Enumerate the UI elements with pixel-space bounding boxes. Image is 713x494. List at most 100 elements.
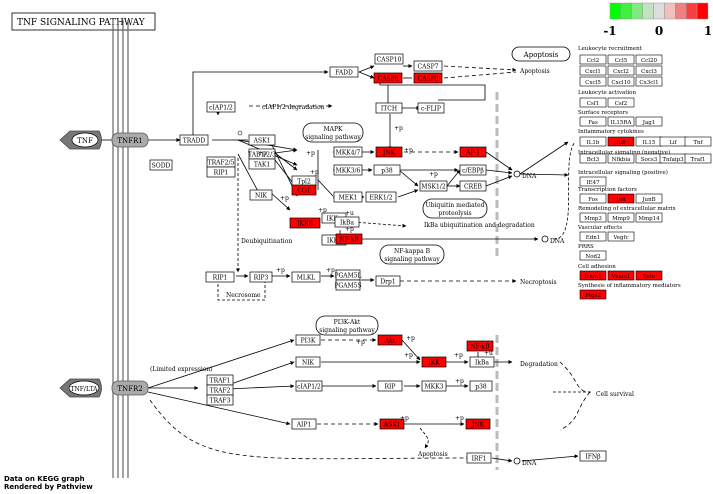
gene-node-pi3k[interactable]: PI3K	[295, 334, 321, 346]
target-gene-cxcl5[interactable]: Cxcl5	[579, 76, 607, 87]
gene-node-pgam5s[interactable]: PGAM5S	[334, 279, 362, 291]
target-gene-mmp9[interactable]: Mmp9	[607, 212, 635, 223]
gene-node-rip1[interactable]: RIP1	[206, 166, 236, 178]
target-gene-ccl5[interactable]: Ccl5	[607, 54, 635, 65]
target-gene-tnf[interactable]: Tnf	[684, 136, 712, 147]
gene-node-ciap[interactable]: cIAP1/2	[206, 101, 236, 113]
tnf-ligand[interactable]: TNF	[59, 130, 102, 150]
gene-node-ask1[interactable]: ASK1	[248, 134, 276, 146]
tnf-lta-ligand[interactable]: TNF/LTA	[59, 378, 102, 398]
pathway-link-mapk[interactable]: MAPK signaling pathway	[302, 122, 364, 143]
target-gene-mmp14[interactable]: Mmp14	[635, 212, 663, 223]
target-gene-jun[interactable]: Jun	[607, 193, 635, 204]
target-gene-cxcl2[interactable]: Cxcl2	[607, 65, 635, 76]
gene-node-ikbab[interactable]: IkBa	[469, 356, 495, 368]
pathway-link-pi3k[interactable]: PI3K-Akt signaling pathway	[315, 315, 379, 336]
gene-node-akt[interactable]: Akt	[377, 334, 403, 346]
gene-node-drp1[interactable]: Drp1	[375, 275, 401, 287]
gene-node-cot[interactable]: COT	[291, 184, 317, 196]
gene-node-rip1b[interactable]: RIP1	[205, 271, 235, 283]
target-gene-icam1[interactable]: Icam1	[579, 270, 607, 281]
gene-node-casp7[interactable]: CASP7	[413, 60, 443, 72]
target-gene-ptgs2[interactable]: Ptgs2	[579, 289, 607, 300]
target-gene-fos[interactable]: Fos	[579, 193, 607, 204]
gene-node-rip3[interactable]: RIP3	[249, 271, 273, 283]
gene-node-jnk[interactable]: JNK	[375, 146, 403, 158]
gene-node-traf2[interactable]: TRAF2/5	[206, 156, 236, 168]
gene-node-mlkl[interactable]: MLKL	[291, 271, 321, 283]
gene-node-casp8[interactable]: CASP8	[373, 72, 403, 84]
target-gene-traf1[interactable]: Traf1	[684, 153, 712, 164]
gene-node-jnkb[interactable]: JNK	[465, 418, 491, 430]
gene-node-ifnb[interactable]: IFNβ	[579, 450, 607, 462]
target-gene-csf2[interactable]: Csf2	[607, 97, 635, 108]
target-gene-lif[interactable]: Lif	[659, 136, 687, 147]
target-gene-nfkbia[interactable]: Nfkbia	[607, 153, 635, 164]
gene-node-casp10[interactable]: CASP10	[374, 53, 404, 65]
gene-node-creb[interactable]: CREB	[459, 180, 487, 192]
gene-node-nik[interactable]: NIK	[249, 189, 273, 201]
target-gene-socs3[interactable]: Socs3	[635, 153, 663, 164]
target-gene-vcam1[interactable]: Vcam1	[607, 270, 635, 281]
gene-node-casp3[interactable]: CASP3	[413, 72, 443, 84]
target-gene-jag1[interactable]: Jag1	[635, 116, 663, 127]
tnfr2-receptor[interactable]: TNFR2	[111, 380, 149, 396]
gene-node-fadd[interactable]: FADD	[329, 66, 359, 78]
gene-node-traf1[interactable]: TRAF1	[206, 374, 234, 386]
target-gene-ie47[interactable]: IE47	[579, 176, 607, 187]
pathway-link-nfkb[interactable]: NF-kappa B signaling pathway	[379, 244, 445, 265]
target-gene-cxcl10[interactable]: Cxcl10	[607, 76, 635, 87]
target-gene-cxcl1[interactable]: Cxcl1	[579, 65, 607, 76]
gene-node-nikb[interactable]: NIK	[295, 356, 321, 368]
target-gene-il15[interactable]: IL15	[635, 136, 663, 147]
gene-node-rip[interactable]: RIP	[377, 380, 403, 392]
gene-node-itch[interactable]: ITCH	[375, 102, 403, 114]
gene-node-ikk[interactable]: IKK	[421, 356, 447, 368]
gene-node-mkk36[interactable]: MKK3/6	[333, 164, 363, 176]
target-gene-tnfaip3[interactable]: Tnfaip3	[659, 153, 687, 164]
gene-node-ikkb[interactable]: IKKB	[289, 217, 321, 229]
target-gene-il15ra[interactable]: IL15RA	[607, 116, 635, 127]
gene-node-traf3[interactable]: TRAF3	[206, 394, 234, 406]
gene-node-erk12[interactable]: ERK1/2	[365, 191, 397, 203]
gene-node-irf1[interactable]: IRF1	[466, 452, 492, 464]
gene-node-nfkb[interactable]: NF-kB	[335, 233, 363, 245]
target-gene-csf1[interactable]: Csf1	[579, 97, 607, 108]
gene-node-tak1[interactable]: TAK1	[248, 158, 276, 170]
gene-node-pgam5l[interactable]: PGAM5L	[334, 269, 362, 281]
target-gene-cx3cl1[interactable]: Cx3cl1	[635, 76, 663, 87]
target-gene-cxcl3[interactable]: Cxcl3	[635, 65, 663, 76]
target-gene-mmp3[interactable]: Mmp3	[579, 212, 607, 223]
gene-node-p38b[interactable]: p38	[469, 380, 493, 392]
gene-node-sodd[interactable]: SODD	[149, 159, 173, 171]
gene-node-ap1[interactable]: AP-1	[459, 146, 487, 158]
gene-node-ask1b[interactable]: ASK1	[379, 418, 405, 430]
gene-node-ciapb[interactable]: cIAP1/2	[295, 380, 323, 392]
gene-node-msk12[interactable]: MSK1/2	[419, 180, 448, 192]
gene-node-mkk47[interactable]: MKK4/7	[333, 146, 363, 158]
target-gene-fas[interactable]: Fas	[579, 116, 607, 127]
target-gene-ccl20[interactable]: Ccl20	[635, 54, 663, 65]
pathway-link-apoptosis[interactable]: Apoptosis	[511, 46, 571, 62]
target-gene-junb[interactable]: JunB	[635, 193, 663, 204]
target-gene-ccl2[interactable]: Ccl2	[579, 54, 607, 65]
target-gene-il6[interactable]: IL6	[607, 136, 635, 147]
gene-node-cebpb[interactable]: c/EBPβ	[459, 164, 487, 176]
gene-node-tradd[interactable]: TRADD	[179, 134, 209, 146]
target-gene-edn1[interactable]: Edn1	[579, 231, 607, 242]
pathway-link-ubiquitin[interactable]: Ubiquitin mediated proteolysis	[422, 198, 488, 219]
target-gene-sele[interactable]: Sele	[635, 270, 663, 281]
gene-node-p38[interactable]: p38	[373, 164, 401, 176]
gene-node-mkk3[interactable]: MKK3	[421, 380, 447, 392]
gene-node-nfkbb[interactable]: NF-kB	[466, 340, 494, 352]
gene-node-ikba[interactable]: IkBa	[334, 216, 360, 228]
gene-node-traf2b[interactable]: TRAF2	[206, 384, 234, 396]
target-gene-vegfc[interactable]: Vegfc	[607, 231, 635, 242]
gene-node-aip1[interactable]: AIP1	[291, 418, 317, 430]
gene-node-mek1[interactable]: MEK1	[333, 191, 363, 203]
target-gene-il1b[interactable]: IL1b	[579, 136, 607, 147]
gene-node-cflip[interactable]: c-FLIP	[417, 102, 445, 114]
gene-node-tpl2[interactable]: Tpl2	[291, 175, 317, 187]
tnfr1-receptor[interactable]: TNFR1	[111, 132, 149, 148]
target-gene-nod2[interactable]: Nod2	[579, 250, 607, 261]
